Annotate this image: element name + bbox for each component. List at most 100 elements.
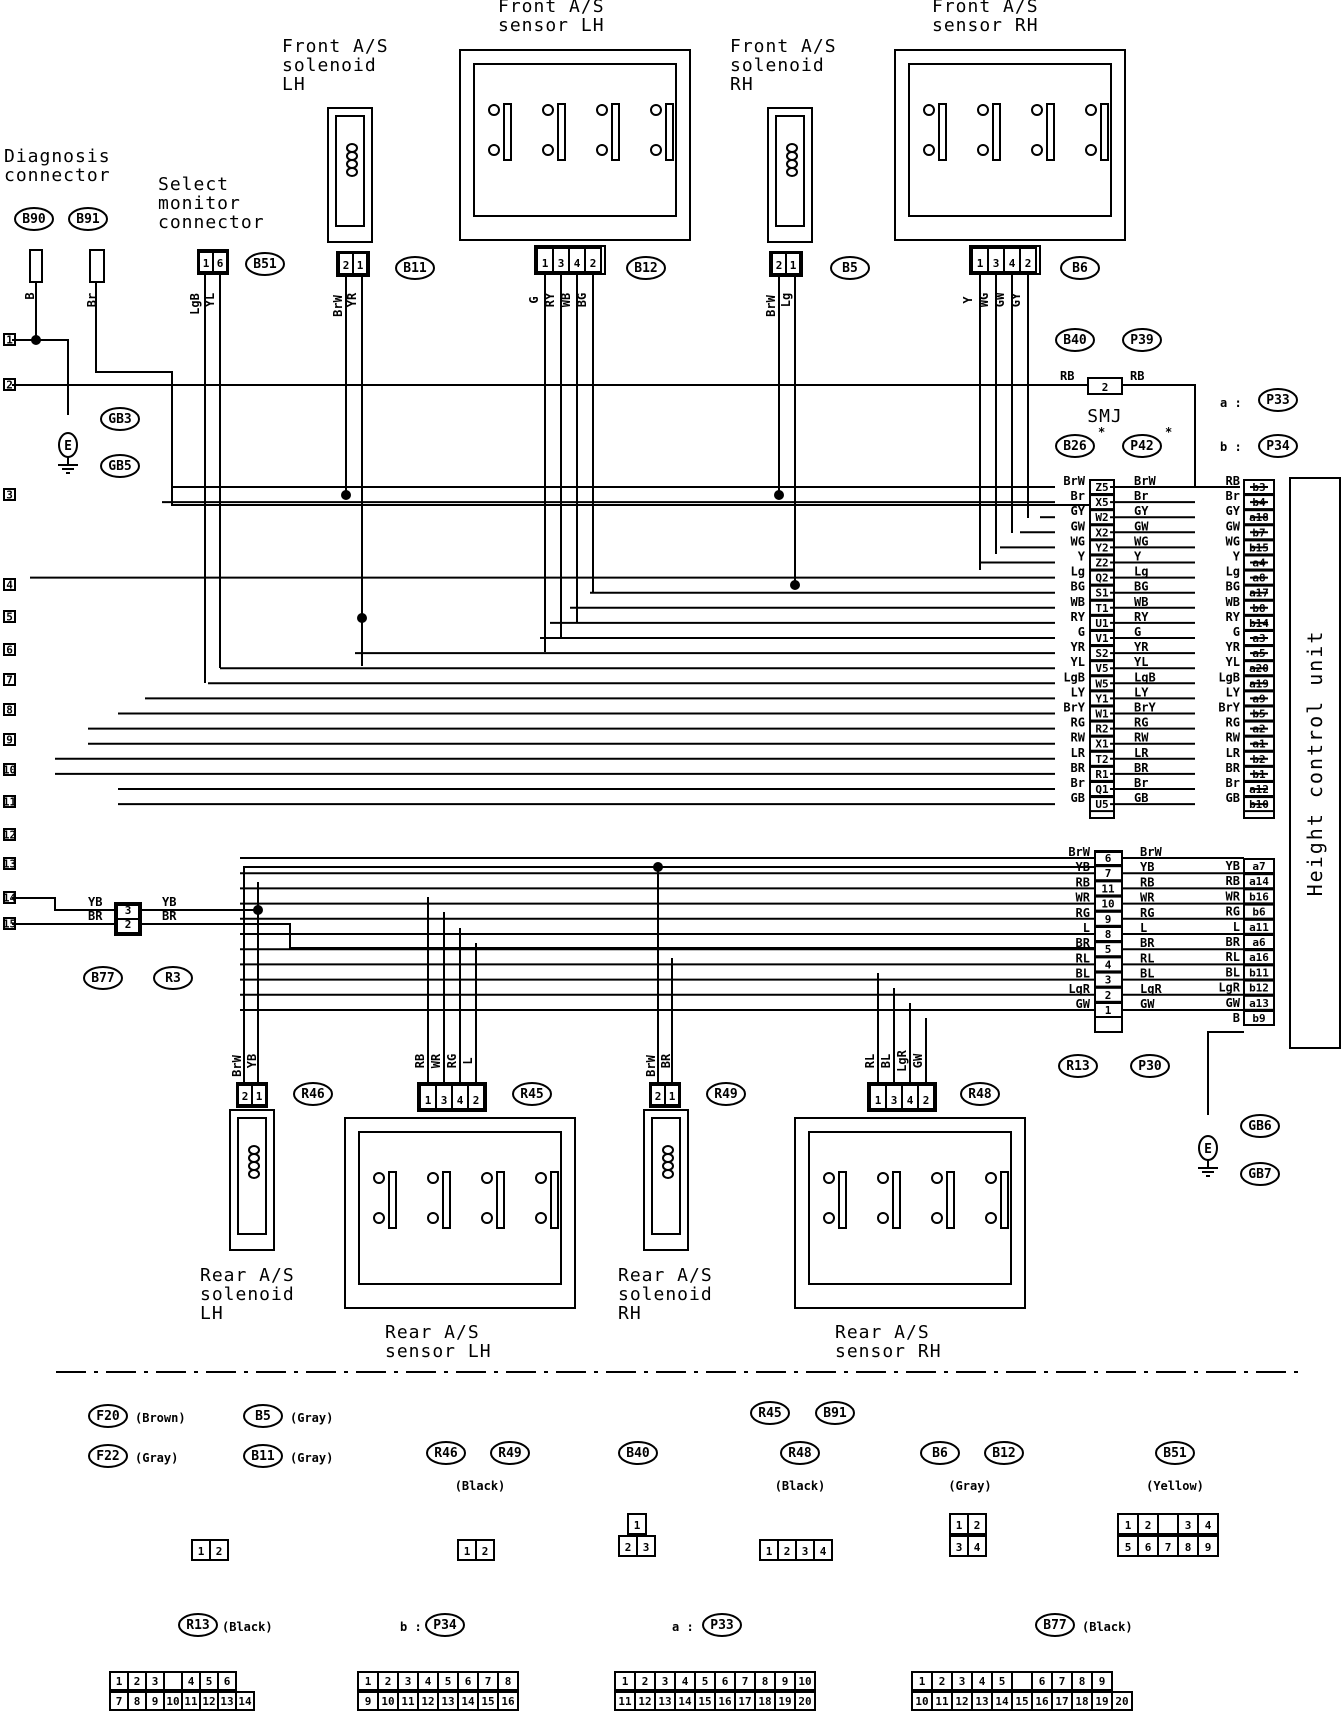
rear-sensor-lh-contact: [535, 1212, 547, 1224]
connector-r48-body: [867, 1082, 937, 1112]
wire-code-mid: GB: [1134, 791, 1148, 805]
edge-number-box: [3, 610, 16, 623]
tag-b26-oval: [1055, 434, 1095, 458]
rear-solenoid-lh-coil: [248, 1161, 260, 1171]
connector-r49-pin: 2: [655, 1090, 662, 1103]
front-solenoid-rh-label: RH: [730, 74, 754, 95]
wire-code-right: WB: [1226, 595, 1240, 609]
legend-color-r46: (Black): [455, 1479, 506, 1493]
pin-label-b26: V5: [1095, 662, 1108, 675]
legend-prefix-b: b :: [400, 1620, 422, 1634]
junction-dot: [341, 490, 351, 500]
legend-conn-p33-pin: 13: [658, 1695, 671, 1708]
tag-b51: B51: [253, 257, 277, 272]
ground-gb6-label: E: [1204, 1142, 1212, 1157]
wire-code-lower-mid: RL: [1140, 951, 1154, 965]
front-solenoid-lh-inner: [335, 115, 365, 227]
pin-cell: [1094, 880, 1123, 897]
legend-conn-b6-cell: [967, 1535, 987, 1557]
wire-code-lower-left: BL: [1076, 967, 1090, 981]
wire-code-right: YR: [1226, 640, 1241, 654]
rear-sensor-lh-contact: [373, 1212, 385, 1224]
legend-conn-r13-pin: 7: [116, 1695, 123, 1708]
front-solenoid-rh-inner: [775, 115, 805, 227]
asterisk: *: [1165, 425, 1172, 439]
ground-gb6-oval: [1198, 1135, 1218, 1161]
connector-b5-cell: [785, 252, 801, 275]
tag-b5-oval: [830, 256, 870, 280]
connector-b51-pin: 1: [203, 257, 210, 270]
edge-number: 13: [3, 858, 16, 871]
tag-b26: B26: [1063, 439, 1087, 454]
pin-cell: [1243, 750, 1275, 767]
diag-terminal-b91: [89, 249, 105, 283]
wire-code-left: BG: [1071, 580, 1085, 594]
legend-conn-p34-pin: 14: [461, 1695, 475, 1708]
pin-label-b26: W5: [1095, 677, 1108, 690]
legend-conn-p33-pin: 8: [762, 1675, 769, 1688]
pin-label-hcu: b4: [1252, 496, 1266, 509]
pin-label-r13: 5: [1105, 943, 1112, 956]
r3-pin-pin: 3: [125, 904, 132, 917]
wire-code-mid: WB: [1134, 595, 1148, 609]
legend-conn-b6-pin: 2: [974, 1519, 981, 1532]
wire-code-b91: Br: [85, 293, 99, 307]
wire-code-mid: GW: [1134, 519, 1149, 533]
wire-code-mid: Br: [1134, 489, 1148, 503]
wire-code-lower-left: L: [1083, 921, 1090, 935]
legend-conn-p34-cell: [497, 1691, 519, 1711]
wire-code-mid: RW: [1134, 731, 1149, 745]
front-sensor-rh-plate: [938, 103, 947, 161]
legend-tag-b51-oval: [1155, 1441, 1195, 1465]
pin-cell: [1243, 873, 1275, 890]
tag-p42-oval: [1122, 434, 1162, 458]
legend-tag-b5-oval: [243, 1404, 283, 1428]
rear-sensor-rh-contact: [931, 1212, 943, 1224]
tag-gb3: GB3: [108, 412, 131, 427]
wire-code-b12: WB: [559, 293, 573, 307]
pin-cell: [1243, 796, 1275, 813]
wire-code-lower-left: WR: [1076, 891, 1091, 905]
legend-conn-r46-cell: [475, 1539, 495, 1561]
tag-p42: P42: [1130, 439, 1153, 454]
wire-code-mid: BG: [1134, 580, 1148, 594]
pin-cell: [1094, 1002, 1123, 1018]
connector-r46-cell: [251, 1084, 267, 1106]
wire-code-right: BrY: [1218, 701, 1240, 715]
edge-number: 6: [6, 644, 13, 657]
legend-conn-r13-pin: 12: [202, 1695, 215, 1708]
wire-code-lower-right: L: [1233, 920, 1240, 934]
pin-cell: [1243, 735, 1275, 752]
wire-code-b12: G: [527, 296, 541, 303]
edge-number-box: [3, 763, 16, 776]
wire-code-right: RB: [1226, 474, 1240, 488]
pin-label-hcu: a3: [1252, 632, 1265, 645]
legend-conn-b51-pin: 6: [1145, 1541, 1152, 1554]
wire-code-mid: LgB: [1134, 670, 1156, 684]
legend-conn-b6-pin: 1: [956, 1519, 963, 1532]
pin-cell: [1243, 645, 1275, 662]
wire-code-right: LY: [1226, 685, 1241, 699]
legend-conn-b51-cell: [1157, 1513, 1179, 1535]
rear-sensor-rh-contact: [823, 1172, 835, 1184]
legend-conn-b77-cell: [1111, 1691, 1133, 1711]
legend-tag-b40: B40: [626, 1446, 650, 1461]
legend-conn-r13-pin: 6: [224, 1675, 231, 1688]
pin-label-hcu: b15: [1249, 541, 1269, 554]
rear-sensor-rh-plate: [838, 1171, 847, 1229]
wire-code-left: RW: [1071, 731, 1086, 745]
legend-conn-p33-pin: 2: [642, 1675, 649, 1688]
legend-conn-b51-pin: 4: [1205, 1519, 1212, 1532]
pin-label-hcu-lower: a14: [1249, 875, 1269, 888]
front-sensor-lh-plate: [503, 103, 512, 161]
legend-tag-f22: F22: [96, 1449, 119, 1464]
legend-conn-p34-pin: 12: [421, 1695, 434, 1708]
legend-color-b6: (Gray): [948, 1479, 991, 1493]
front-solenoid-lh-coil: [346, 151, 358, 161]
front-sensor-rh-contact: [1085, 144, 1097, 156]
pin-cell: [1089, 645, 1115, 662]
edge-number: 10: [3, 764, 16, 777]
legend-conn-r13-pin: 3: [152, 1675, 159, 1688]
wire-code-right: RG: [1226, 716, 1240, 730]
connector-r45-pin: 1: [425, 1094, 432, 1107]
